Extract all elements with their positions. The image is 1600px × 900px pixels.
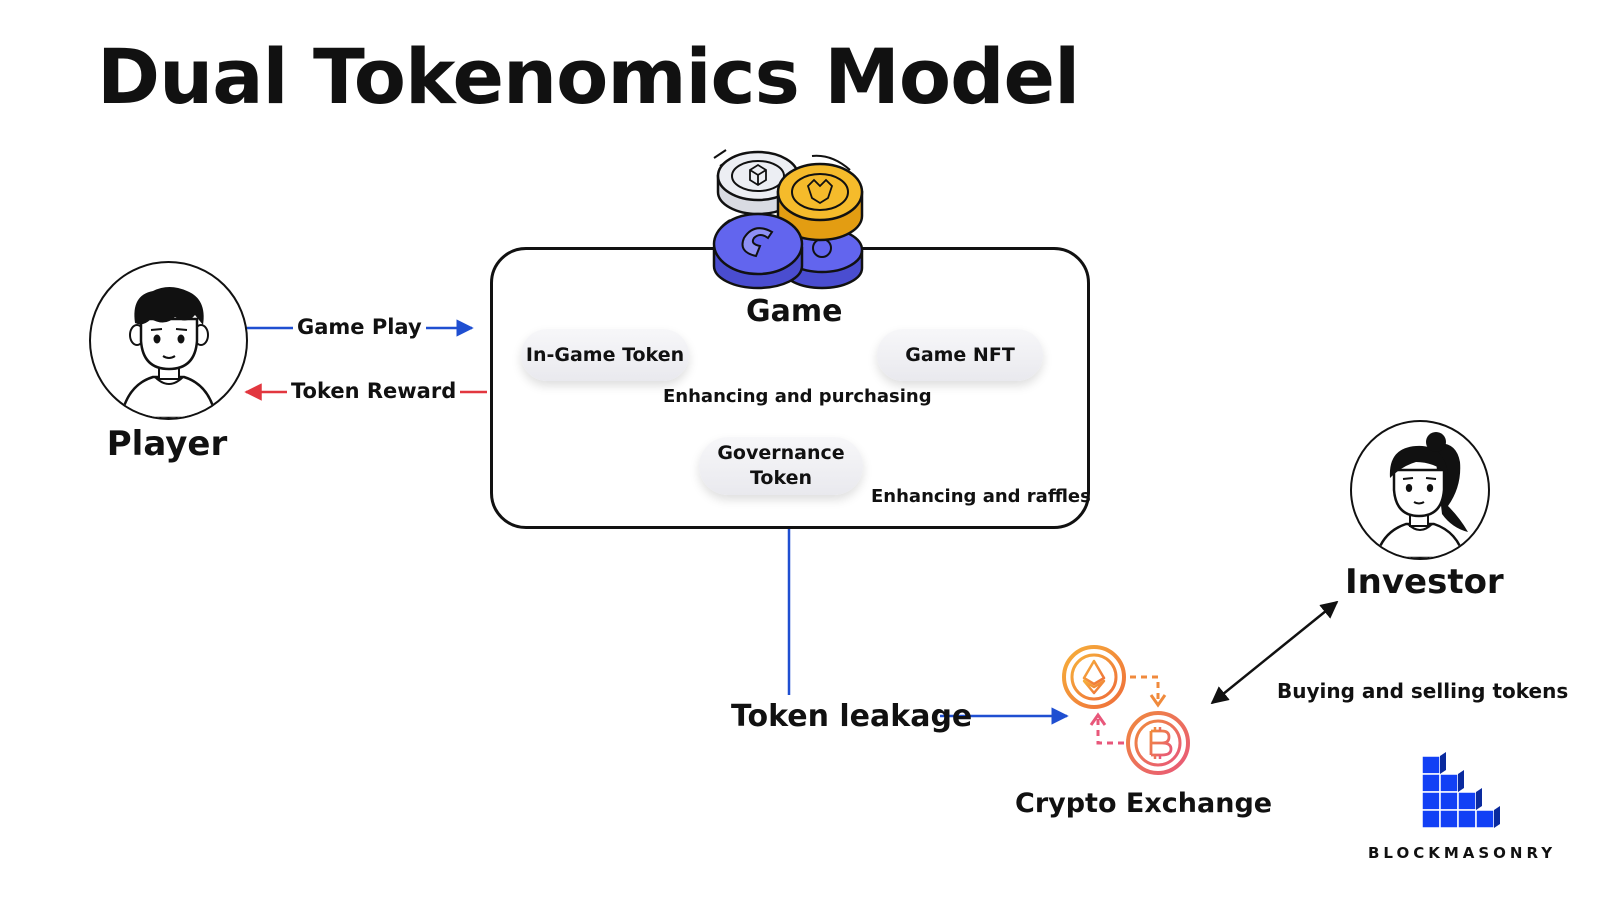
investor-label: Investor — [1345, 562, 1504, 602]
governance-token-label-line1: Governance — [717, 442, 845, 464]
investor-avatar-icon — [1374, 432, 1468, 558]
buying-selling-arrow — [1210, 600, 1339, 705]
enhancing-purchasing-note: Enhancing and purchasing — [663, 386, 932, 407]
blockmasonry-logo-text: BLOCKMASONRY — [1368, 844, 1557, 862]
enhancing-raffles-note: Enhancing and raffles — [871, 486, 1091, 507]
page-title: Dual Tokenomics Model — [97, 32, 1080, 121]
game-label: Game — [746, 294, 843, 329]
buying-selling-label: Buying and selling tokens — [1277, 679, 1569, 703]
crypto-exchange-label: Crypto Exchange — [1015, 788, 1273, 819]
in-game-token-label: In-Game Token — [525, 344, 685, 366]
game-nft-pill: Game NFT — [877, 329, 1043, 381]
game-nft-label: Game NFT — [905, 344, 1015, 366]
governance-token-pill: Governance Token — [699, 437, 863, 495]
game-play-label: Game Play — [293, 315, 426, 339]
token-leakage-label: Token leakage — [731, 699, 973, 734]
ethereum-icon — [1062, 645, 1126, 709]
token-reward-label: Token Reward — [287, 379, 461, 403]
investor-avatar — [1350, 420, 1490, 560]
crypto-exchange-icon — [1062, 645, 1190, 775]
player-avatar-icon — [119, 287, 218, 418]
player-avatar — [89, 261, 248, 420]
coins-icon — [712, 149, 864, 290]
player-label: Player — [106, 424, 228, 464]
in-game-token-pill: In-Game Token — [521, 329, 689, 381]
blockmasonry-logo-icon — [1421, 752, 1500, 829]
governance-token-label-line2: Token — [749, 467, 813, 489]
bitcoin-icon — [1126, 711, 1190, 775]
